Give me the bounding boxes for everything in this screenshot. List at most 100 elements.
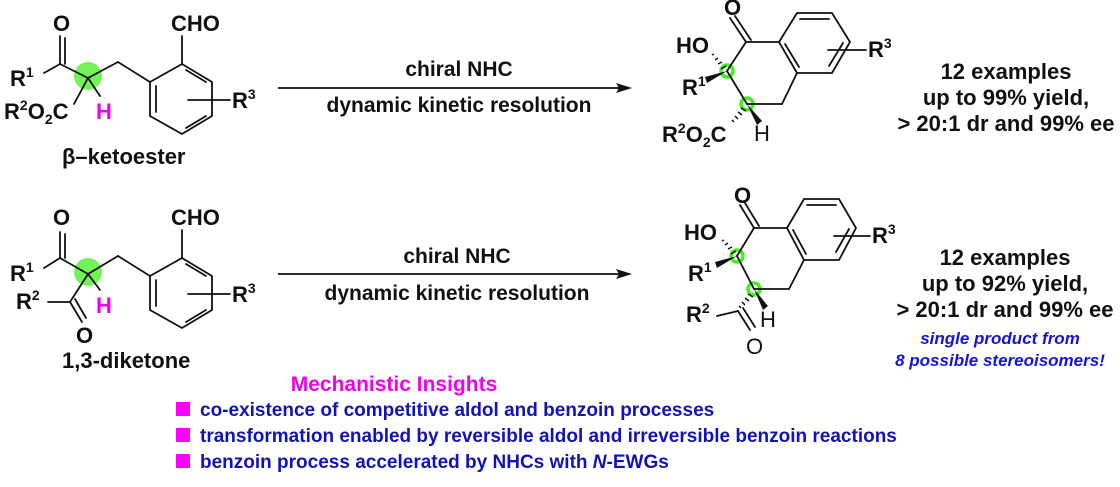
alpha-carbon-highlight <box>74 62 102 90</box>
r3-substituent: R3 <box>872 221 896 248</box>
bond <box>742 307 756 328</box>
bond <box>87 61 119 79</box>
ketone-oxygen: O <box>53 205 70 230</box>
r3-substituent: R3 <box>868 35 892 62</box>
bullet-square-icon <box>176 428 190 442</box>
wedge-bond <box>715 256 737 268</box>
bond <box>739 204 755 229</box>
results-1: 12 examples up to 99% yield, > 20:1 dr a… <box>897 59 1114 136</box>
bond <box>87 77 101 97</box>
yield-result: up to 92% yield, <box>922 271 1088 296</box>
hydroxyl-group: HO <box>676 33 709 58</box>
bond <box>792 229 807 255</box>
hydrogen-label: H <box>760 307 776 332</box>
bond <box>73 77 89 105</box>
insight-item: transformation enabled by reversible ald… <box>200 426 897 447</box>
product-1: O HO R1 R2O2C H R3 <box>662 0 892 150</box>
bond <box>726 70 748 105</box>
ester-group: R2O2C <box>4 97 69 127</box>
aldehyde-group: CHO <box>171 205 220 230</box>
substrate-1-3-diketone: O CHO R1 R2 H O R3 1,3-diketone <box>10 205 256 373</box>
hashed-bond <box>721 239 737 255</box>
reagent-label: chiral NHC <box>403 245 510 268</box>
reaction-arrow-2: chiral NHC dynamic kinetic resolution <box>278 245 632 305</box>
wedge-bond <box>747 104 762 125</box>
condition-label: dynamic kinetic resolution <box>325 282 590 305</box>
insight-item: benzoin process accelerated by NHCs with… <box>200 452 669 473</box>
bond <box>744 202 760 227</box>
examples-count: 12 examples <box>940 245 1071 270</box>
r1-substituent: R1 <box>682 73 706 100</box>
benzene-ring <box>149 256 213 330</box>
reaction-arrow-1: chiral NHC dynamic kinetic resolution <box>278 58 632 117</box>
hashed-bond <box>731 107 747 123</box>
stereocenter-highlight <box>719 63 735 79</box>
section-title: Mechanistic Insights <box>291 373 498 396</box>
bond <box>43 257 61 269</box>
alpha-carbon-highlight <box>74 258 102 286</box>
bond <box>69 273 89 303</box>
bond <box>736 255 755 290</box>
stereo-note: single product from <box>920 329 1080 348</box>
bond <box>87 255 119 275</box>
ketone2-oxygen: O <box>76 323 93 348</box>
bond <box>43 63 61 74</box>
product-2: O HO R1 R2 H O R3 <box>684 183 896 359</box>
substrate-name: β–ketoester <box>62 144 186 169</box>
ketone-oxygen: O <box>53 11 70 36</box>
hydroxyl-group: HO <box>684 220 717 245</box>
ketone2-oxygen: O <box>746 334 763 359</box>
stereocenter-highlight <box>729 248 745 264</box>
bond <box>788 259 805 290</box>
bond <box>835 228 850 253</box>
r3-substituent: R3 <box>232 280 256 307</box>
bond <box>734 15 752 41</box>
stereo-note: 8 possible stereoisomers! <box>895 351 1105 370</box>
ester-group: R2O2C <box>662 120 727 150</box>
bond <box>737 310 751 331</box>
condition-label: dynamic kinetic resolution <box>327 94 592 117</box>
benzene-ring <box>149 62 213 136</box>
acidic-hydrogen: H <box>96 99 112 124</box>
bond <box>87 273 101 291</box>
mechanistic-insights: Mechanistic Insights co-existence of com… <box>176 373 897 473</box>
r1-substituent: R1 <box>10 259 34 286</box>
bond <box>729 17 747 43</box>
bond <box>736 227 755 257</box>
acidic-hydrogen: H <box>96 293 112 318</box>
ketone-oxygen: O <box>724 0 741 20</box>
ketone-oxygen: O <box>734 183 751 208</box>
bond <box>784 43 800 68</box>
benzene-ring <box>785 198 858 261</box>
benzene-ring <box>777 12 852 74</box>
bond <box>185 69 207 83</box>
examples-count: 12 examples <box>941 59 1072 84</box>
hashed-bond <box>711 53 727 70</box>
selectivity-result: > 20:1 dr and 99% ee <box>896 297 1113 322</box>
wedge-bond <box>754 289 768 310</box>
selectivity-result: > 20:1 dr and 99% ee <box>897 111 1114 136</box>
r1-substituent: R1 <box>10 64 34 91</box>
bond <box>716 310 739 317</box>
bond <box>117 61 151 83</box>
r1-substituent: R1 <box>688 259 712 286</box>
substrate-beta-ketoester: O CHO R1 R2O2C H R3 β–ketoester <box>4 11 256 169</box>
bond <box>59 63 89 79</box>
reagent-label: chiral NHC <box>405 58 512 81</box>
yield-result: up to 99% yield, <box>923 85 1089 110</box>
bond <box>726 41 747 72</box>
r2-substituent: R2 <box>16 287 40 314</box>
bond <box>185 263 207 277</box>
arrowhead-icon <box>616 83 632 93</box>
bond <box>185 309 207 323</box>
arrowhead-icon <box>616 269 632 279</box>
aldehyde-group: CHO <box>171 11 220 36</box>
wedge-bond <box>705 71 727 83</box>
bullet-square-icon <box>176 454 190 468</box>
bond <box>59 257 89 275</box>
results-2: 12 examples up to 92% yield, > 20:1 dr a… <box>895 245 1113 370</box>
bond <box>69 301 83 323</box>
bond <box>781 72 798 105</box>
insight-item: co-existence of competitive aldol and be… <box>200 400 714 421</box>
